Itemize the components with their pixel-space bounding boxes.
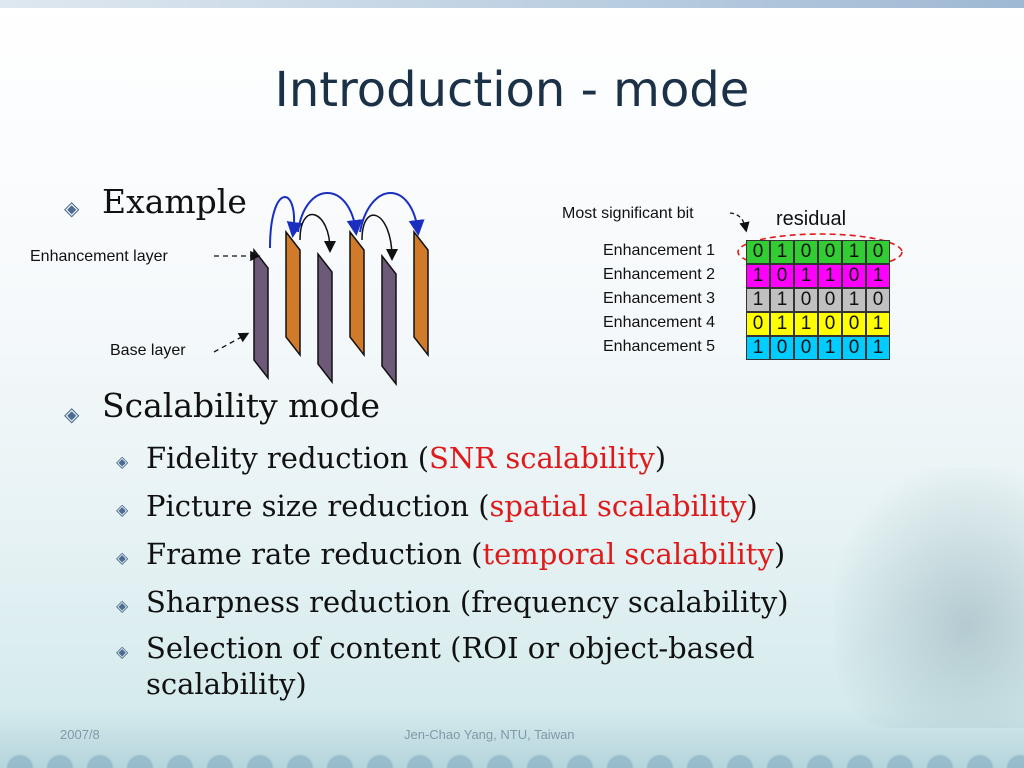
bit-cell: 0 [842, 264, 866, 288]
bit-cell: 0 [794, 288, 818, 312]
prediction-arrow [297, 192, 363, 236]
bit-cell: 0 [818, 288, 842, 312]
bit-cell: 0 [770, 336, 794, 360]
bit-cell: 1 [818, 336, 842, 360]
top-accent-bar [0, 0, 1024, 8]
bullet-scalability-mode: Scalability mode [102, 386, 380, 425]
bit-cell: 0 [770, 264, 794, 288]
base-layer-frame [317, 251, 333, 385]
enhancement-row-label: Enhancement 4 [603, 314, 716, 331]
bit-cell: 1 [842, 240, 866, 264]
prediction-arrow [269, 196, 303, 249]
prediction-arrow [359, 192, 425, 236]
sub-bullet-diamond-icon: ◈ [116, 500, 129, 519]
residual-label: residual [776, 208, 847, 230]
prediction-arrow [361, 214, 398, 261]
base-layer-label: Base layer [110, 342, 186, 359]
sub-bullet-fidelity: Fidelity reduction (SNR scalability) [146, 440, 666, 476]
enhancement-layer-label: Enhancement layer [30, 248, 168, 265]
bit-cell: 1 [818, 264, 842, 288]
enhancement-row-label: Enhancement 1 [603, 242, 716, 259]
bit-cell: 0 [818, 312, 842, 336]
dragon-decoration [834, 468, 1024, 728]
bit-cell: 1 [866, 336, 890, 360]
bit-cell: 1 [842, 288, 866, 312]
sub-bullet-frame-rate: Frame rate reduction (temporal scalabili… [146, 536, 785, 572]
bit-cell: 0 [866, 240, 890, 264]
bit-cell: 1 [746, 288, 770, 312]
base-layer-frame [381, 253, 397, 387]
bit-cell: 0 [746, 240, 770, 264]
bit-cell: 1 [866, 312, 890, 336]
enhancement-layer-frame [349, 229, 365, 358]
bit-cell: 0 [746, 312, 770, 336]
sub-bullet-text: Picture size reduction ( [146, 489, 490, 523]
sub-bullet-text: Sharpness reduction (frequency scalabili… [146, 585, 789, 619]
bit-cell: 0 [842, 312, 866, 336]
sub-bullet-text: Selection of content (ROI or object-base… [146, 631, 755, 665]
enhancement-row-label: Enhancement 3 [603, 290, 716, 307]
bit-cell: 0 [794, 336, 818, 360]
sub-bullet-text: Frame rate reduction ( [146, 537, 483, 571]
highlight-term: SNR scalability [429, 441, 655, 475]
sub-bullet-text: ) [746, 489, 758, 523]
highlight-term: spatial scalability [489, 489, 747, 523]
footer-date: 2007/8 [60, 727, 100, 742]
msb-label: Most significant bit [562, 205, 694, 222]
sub-bullet-text: ) [773, 537, 786, 571]
bit-cell: 1 [866, 264, 890, 288]
footer-author: Jen-Chao Yang, NTU, Taiwan [404, 727, 575, 742]
wave-decoration [0, 708, 1024, 768]
bit-cell: 1 [770, 288, 794, 312]
slide-title: Introduction - mode [274, 62, 750, 118]
sub-bullet-text: Fidelity reduction ( [146, 441, 430, 475]
sub-bullet-text: ) [654, 441, 667, 475]
sub-bullet-diamond-icon: ◈ [116, 548, 129, 567]
bit-cell: 0 [842, 336, 866, 360]
enhancement-layer-frame [285, 229, 301, 358]
bit-cell: 1 [794, 312, 818, 336]
enhancement-row-label: Enhancement 2 [603, 266, 716, 283]
enhancement-layer-frame [413, 229, 429, 358]
bit-cell: 0 [818, 240, 842, 264]
bit-cell: 0 [794, 240, 818, 264]
bit-cell: 1 [794, 264, 818, 288]
sub-bullet-picture-size: Picture size reduction (spatial scalabil… [146, 488, 758, 524]
bit-cell: 1 [770, 240, 794, 264]
sub-bullet-selection: Selection of content (ROI or object-base… [146, 630, 755, 702]
base-layer-frame [253, 247, 269, 381]
enhancement-row-label: Enhancement 5 [603, 338, 716, 355]
bullet-example: Example [102, 182, 247, 221]
sub-bullet-diamond-icon: ◈ [116, 596, 129, 615]
highlight-term: temporal scalability [482, 537, 774, 571]
bit-cell: 1 [746, 264, 770, 288]
sub-bullet-diamond-icon: ◈ [116, 642, 129, 661]
bullet-diamond-icon: ◈ [64, 402, 80, 426]
sub-bullet-diamond-icon: ◈ [116, 452, 129, 471]
bit-cell: 1 [746, 336, 770, 360]
prediction-arrow [299, 213, 336, 253]
sub-bullet-sharpness: Sharpness reduction (frequency scalabili… [146, 584, 789, 620]
bit-cell: 0 [866, 288, 890, 312]
sub-bullet-text: scalability) [146, 667, 307, 701]
base-pointer [213, 332, 250, 353]
bit-cell: 1 [770, 312, 794, 336]
bullet-diamond-icon: ◈ [64, 196, 80, 220]
